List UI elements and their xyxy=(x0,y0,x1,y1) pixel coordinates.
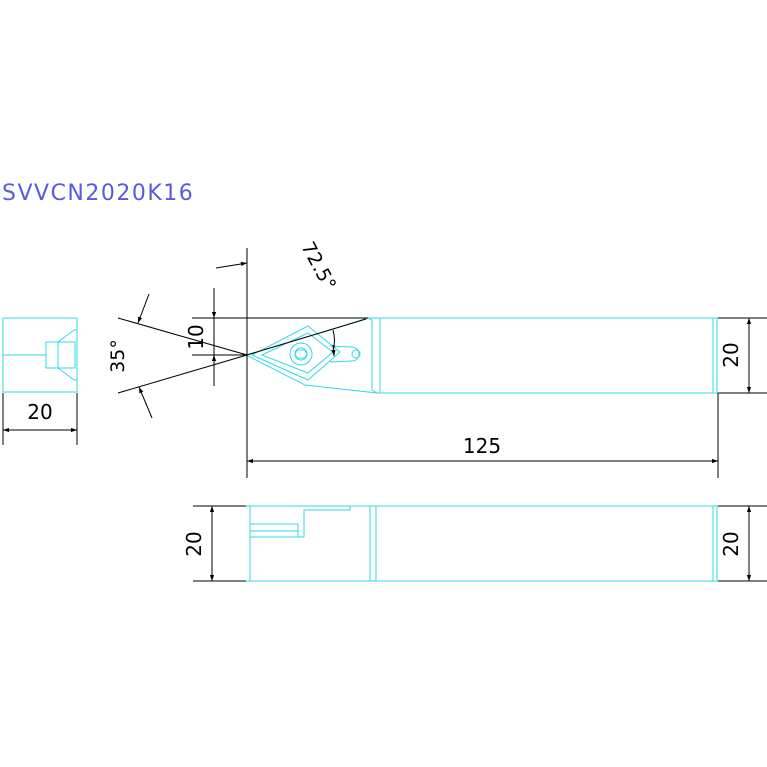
end-view xyxy=(2,317,78,393)
drawing-title: SVVCN2020K16 xyxy=(2,181,195,206)
top-view xyxy=(244,317,767,394)
approach-angle-dimension xyxy=(215,261,336,357)
side-height-right-label: 20 xyxy=(719,531,743,556)
side-view xyxy=(246,505,767,582)
side-view-extension-lines xyxy=(193,505,767,582)
approach-angle-label: 72.5° xyxy=(296,238,340,294)
end-width-dimension xyxy=(2,393,78,445)
insert-angle-dimension xyxy=(137,293,153,419)
length-label: 125 xyxy=(463,434,501,458)
side-height-left-label: 20 xyxy=(182,531,206,556)
top-view-extension-lines xyxy=(117,248,767,478)
end-width-label: 20 xyxy=(27,400,52,424)
insert-angle-label: 35° xyxy=(107,339,129,373)
shank-height-label: 20 xyxy=(719,342,743,367)
offset-label: 10 xyxy=(184,324,208,349)
